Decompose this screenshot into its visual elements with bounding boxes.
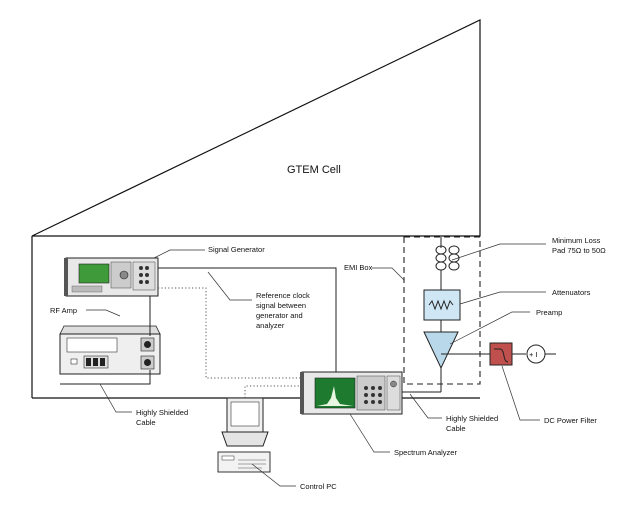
label-rf-amp: RF Amp <box>50 306 77 315</box>
signal-generator-screen <box>78 263 110 284</box>
callout-cable-left <box>99 383 132 413</box>
callout-dc-filter <box>501 365 540 421</box>
label-minimum-loss-pad: Minimum Loss Pad 75Ω to 50Ω <box>552 236 606 255</box>
dc-power-filter <box>489 342 526 366</box>
label-signal-generator: Signal Generator <box>208 245 265 254</box>
label-cable-right: Highly Shielded Cable <box>446 414 500 433</box>
rf-amp <box>59 325 161 375</box>
signal-generator <box>64 257 159 297</box>
callout-rf-amp <box>86 309 121 317</box>
minimum-loss-pad <box>435 237 460 290</box>
callout-cable-right <box>409 393 442 419</box>
power-source-icon: + I <box>526 344 556 364</box>
gtem-cell-outline <box>31 19 481 237</box>
callout-control-pc <box>251 463 296 487</box>
gtem-cell-title: GTEM Cell <box>287 164 341 176</box>
callout-reference-clock <box>207 271 252 301</box>
control-pc <box>217 397 271 473</box>
callout-signal-generator <box>153 249 205 259</box>
callout-minimum-loss-pad <box>451 243 546 261</box>
label-reference-clock: Reference clock signal between generator… <box>256 291 312 330</box>
label-attenuators: Attenuators <box>552 288 591 297</box>
attenuators <box>423 289 461 332</box>
callout-emi-box <box>372 267 405 281</box>
control-pc-line <box>244 385 300 398</box>
callout-spectrum-analyzer <box>349 413 390 453</box>
power-symbol: + I <box>529 350 538 359</box>
label-emi-box: EMI Box <box>344 263 373 272</box>
label-dc-power-filter: DC Power Filter <box>544 416 597 425</box>
label-spectrum-analyzer: Spectrum Analyzer <box>394 448 457 457</box>
preamp <box>423 331 490 392</box>
callout-preamp <box>449 311 530 345</box>
cable-rfamp-to-cell <box>60 370 151 385</box>
label-cable-left: Highly Shielded Cable <box>136 408 190 427</box>
cable-generator-to-analyzer <box>158 267 337 372</box>
reference-clock-line <box>158 287 302 379</box>
emi-box-outline <box>403 236 481 385</box>
label-preamp: Preamp <box>536 308 562 317</box>
callout-attenuators <box>459 291 546 305</box>
label-control-pc: Control PC <box>300 482 337 491</box>
spectrum-analyzer <box>300 371 403 415</box>
